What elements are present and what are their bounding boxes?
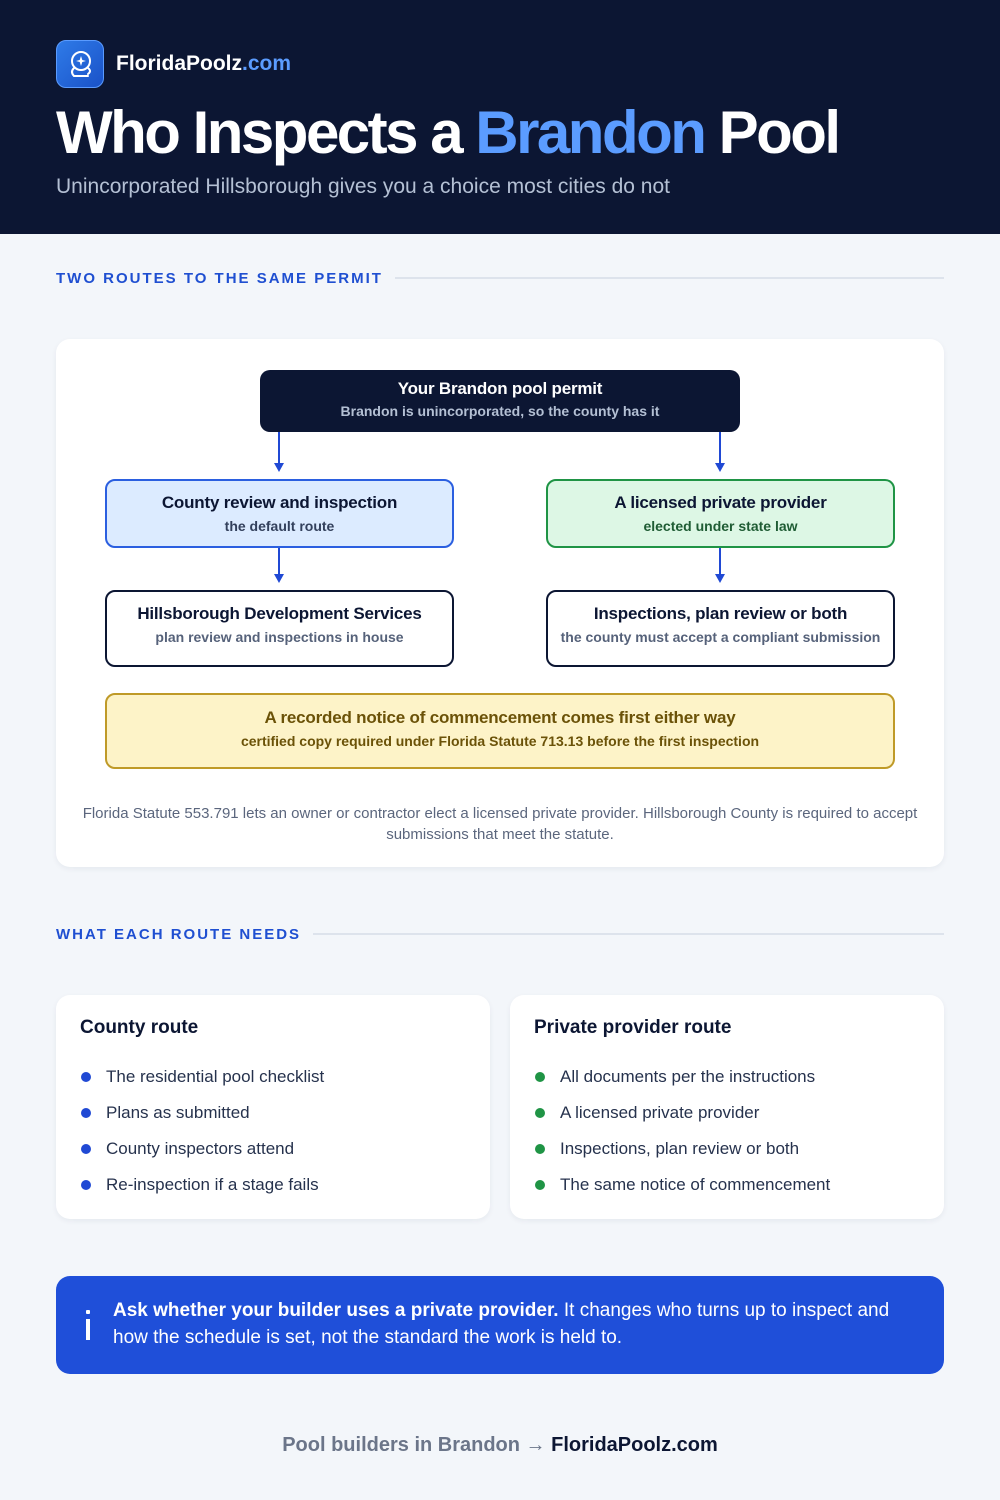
bullet-dot	[81, 1180, 91, 1190]
county-route-card: County route The residential pool checkl…	[56, 995, 490, 1219]
section-heading-text: WHAT EACH ROUTE NEEDS	[56, 925, 302, 943]
section-heading-routes: TWO ROUTES TO THE SAME PERMIT	[56, 268, 944, 288]
list-item-text: Re-inspection if a stage fails	[106, 1175, 319, 1194]
arrowhead-top-to-county	[274, 463, 284, 472]
county-route-title: County route	[80, 1017, 199, 1038]
arrowhead-private-to-inspections	[715, 574, 725, 583]
list-item: Inspections, plan review or both	[534, 1131, 830, 1167]
list-item: The residential pool checklist	[80, 1059, 324, 1095]
node-private-sub: elected under state law	[643, 518, 798, 534]
page-title: Who Inspects a Brandon Pool	[56, 98, 842, 167]
list-item-text: Inspections, plan review or both	[560, 1139, 800, 1158]
node-permit-title: Your Brandon pool permit	[397, 379, 603, 398]
footer-prefix: Pool builders in Brandon →	[282, 1434, 546, 1456]
title-suffix: Pool	[704, 99, 842, 166]
brand-domain: .com	[242, 52, 292, 75]
node-county-title: County review and inspection	[161, 493, 398, 512]
node-private-provider: A licensed private provider elected unde…	[546, 479, 895, 548]
title-highlight: Brandon	[475, 99, 707, 166]
tip-bold: Ask whether your builder uses a private …	[113, 1300, 559, 1321]
private-route-list: All documents per the instructions A lic…	[534, 1059, 830, 1203]
node-notice-title: A recorded notice of commencement comes …	[264, 708, 736, 727]
list-item: Plans as submitted	[80, 1095, 324, 1131]
list-item-text: County inspectors attend	[106, 1139, 295, 1158]
section-heading-text: TWO ROUTES TO THE SAME PERMIT	[56, 269, 383, 287]
info-icon	[82, 1310, 94, 1342]
bullet-dot	[535, 1180, 545, 1190]
section-heading-needs: WHAT EACH ROUTE NEEDS	[56, 924, 944, 944]
section-divider	[313, 933, 944, 935]
bullet-dot	[535, 1108, 545, 1118]
footer: Pool builders in Brandon → FloridaPoolz.…	[0, 1434, 1000, 1457]
node-permit: Your Brandon pool permit Brandon is unin…	[260, 370, 740, 432]
map-pin-icon[interactable]	[56, 40, 104, 88]
tip-banner: Ask whether your builder uses a private …	[56, 1276, 944, 1374]
list-item: The same notice of commencement	[534, 1167, 830, 1203]
list-item: Re-inspection if a stage fails	[80, 1167, 324, 1203]
node-notice-of-commencement: A recorded notice of commencement comes …	[105, 693, 895, 769]
arrowhead-county-to-hds	[274, 574, 284, 583]
node-inspections-sub: the county must accept a compliant submi…	[560, 629, 881, 645]
tip-text: Ask whether your builder uses a private …	[113, 1297, 913, 1351]
node-county-sub: the default route	[224, 518, 335, 534]
bullet-dot	[535, 1144, 545, 1154]
bullet-dot	[81, 1144, 91, 1154]
node-hds-sub: plan review and inspections in house	[155, 629, 404, 645]
brand-name: FloridaPoolz	[116, 52, 242, 75]
list-item-text: Plans as submitted	[106, 1103, 250, 1122]
list-item: All documents per the instructions	[534, 1059, 830, 1095]
private-route-card: Private provider route All documents per…	[510, 995, 944, 1219]
brand-logo-text[interactable]: FloridaPoolz.com	[116, 52, 291, 76]
diagram-footnote: Florida Statute 553.791 lets an owner or…	[82, 805, 918, 843]
page-subtitle: Unincorporated Hillsborough gives you a …	[56, 175, 670, 198]
bullet-dot	[81, 1072, 91, 1082]
flow-arrows-group	[274, 432, 725, 583]
list-item: County inspectors attend	[80, 1131, 324, 1167]
header-banner: FloridaPoolz.com Who Inspects a Brandon …	[0, 0, 1000, 234]
title-prefix: Who Inspects a	[56, 99, 476, 166]
list-item-text: All documents per the instructions	[560, 1067, 816, 1086]
node-notice-sub: certified copy required under Florida St…	[240, 733, 760, 749]
private-route-title: Private provider route	[534, 1017, 732, 1038]
tip-body: It changes who turns up to inspect and h…	[113, 1300, 890, 1348]
footer-site-link[interactable]: FloridaPoolz.com	[551, 1434, 718, 1456]
node-county-review: County review and inspection the default…	[105, 479, 454, 548]
arrowhead-top-to-private	[715, 463, 725, 472]
node-private-title: A licensed private provider	[614, 493, 827, 512]
node-development-services: Hillsborough Development Services plan r…	[105, 590, 454, 667]
node-inspections: Inspections, plan review or both the cou…	[546, 590, 895, 667]
node-inspections-title: Inspections, plan review or both	[593, 604, 848, 623]
section-divider	[394, 277, 944, 279]
node-permit-sub: Brandon is unincorporated, so the county…	[340, 403, 660, 419]
bullet-dot	[81, 1108, 91, 1118]
bullet-dot	[535, 1072, 545, 1082]
county-route-list: The residential pool checklist Plans as …	[80, 1059, 324, 1203]
list-item-text: The same notice of commencement	[560, 1175, 831, 1194]
list-item-text: The residential pool checklist	[106, 1067, 325, 1086]
list-item-text: A licensed private provider	[560, 1103, 760, 1122]
node-hds-title: Hillsborough Development Services	[137, 604, 422, 623]
list-item: A licensed private provider	[534, 1095, 830, 1131]
